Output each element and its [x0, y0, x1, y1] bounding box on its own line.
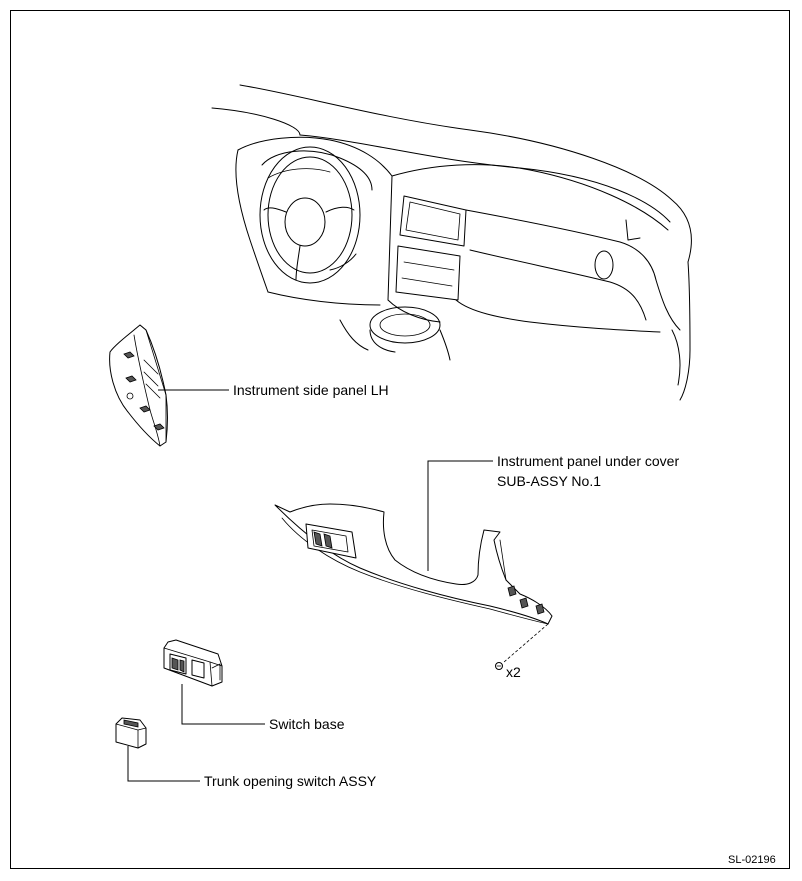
trunk-switch-leader — [127, 746, 200, 782]
figure-frame — [10, 10, 790, 869]
figure-code: SL-02196 — [728, 854, 776, 866]
side-panel-label: Instrument side panel LH — [233, 382, 389, 398]
switch-base-label: Switch base — [269, 716, 345, 732]
instrument-panel-under-cover — [274, 503, 553, 625]
trunk-switch-label: Trunk opening switch ASSY — [204, 773, 377, 789]
under-cover-label-line2: SUB-ASSY No.1 — [497, 473, 602, 489]
trunk-opening-switch — [115, 717, 147, 749]
screw — [495, 623, 549, 670]
under-cover-leader — [427, 460, 493, 571]
screw-quantity-label: x2 — [506, 664, 521, 680]
under-cover-label-line1: Instrument panel under cover — [497, 453, 680, 469]
dashboard-illustration — [211, 84, 692, 401]
instrument-side-panel-lh — [109, 324, 168, 447]
switch-base-leader — [181, 684, 265, 725]
switch-base — [163, 639, 223, 687]
